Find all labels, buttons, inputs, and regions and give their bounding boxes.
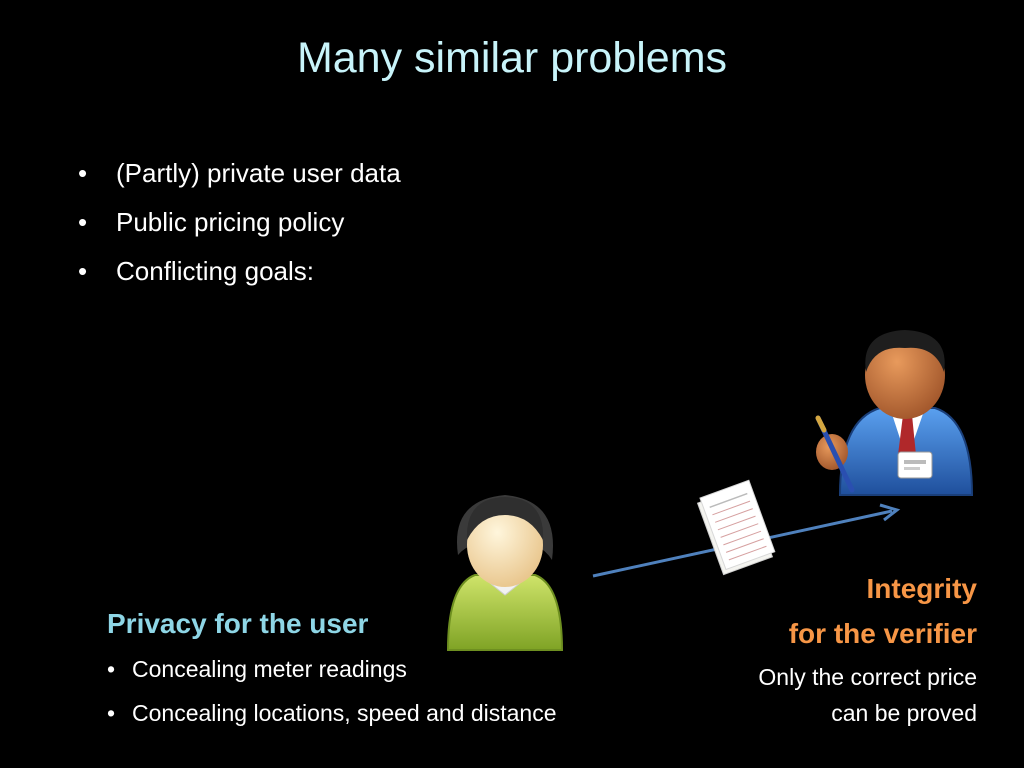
- main-bullet-list: (Partly) private user data Public pricin…: [78, 160, 401, 307]
- integrity-description: Only the correct price can be proved: [758, 659, 977, 731]
- privacy-heading: Privacy for the user: [107, 608, 369, 639]
- user-avatar-icon: [446, 495, 564, 651]
- privacy-bullet-list: Concealing meter readings Concealing loc…: [107, 656, 557, 744]
- integrity-desc-line2: can be proved: [831, 700, 977, 726]
- integrity-desc-line1: Only the correct price: [758, 664, 977, 690]
- privacy-item: Concealing locations, speed and distance: [107, 700, 557, 726]
- bullet-item: Conflicting goals:: [78, 258, 401, 284]
- verifier-avatar-icon: [815, 330, 974, 496]
- integrity-heading-line1: Integrity: [866, 573, 977, 604]
- bullet-item: (Partly) private user data: [78, 160, 401, 186]
- integrity-heading: Integrity for the verifier: [789, 566, 977, 656]
- privacy-item: Concealing meter readings: [107, 656, 557, 682]
- slide-title: Many similar problems: [296, 34, 728, 82]
- receipt-icon: [696, 479, 776, 576]
- bullet-item: Public pricing policy: [78, 209, 401, 235]
- integrity-heading-line2: for the verifier: [788, 618, 977, 649]
